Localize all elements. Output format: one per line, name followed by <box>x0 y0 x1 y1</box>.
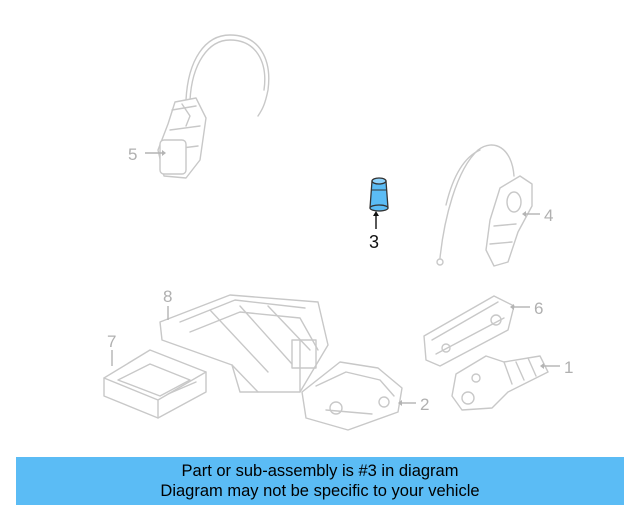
callout-2: 2 <box>420 395 429 414</box>
part-2-motor-bracket <box>301 361 403 431</box>
parts-diagram: 5 4 3 8 7 6 2 1 <box>103 34 573 431</box>
callout-7: 7 <box>107 332 116 351</box>
callout-4: 4 <box>544 206 553 225</box>
callout-8: 8 <box>163 287 172 306</box>
callout-5: 5 <box>128 145 137 164</box>
part-1-motor <box>451 355 549 411</box>
callout-6: 6 <box>534 299 543 318</box>
callout-3: 3 <box>369 232 379 252</box>
part-5-latch <box>157 34 270 179</box>
part-3-highlighted <box>369 177 389 212</box>
banner-line-2: Diagram may not be specific to your vehi… <box>160 482 480 500</box>
banner-line-1: Part or sub-assembly is #3 in diagram <box>181 462 459 480</box>
callout-leaders <box>111 150 560 406</box>
part-6-module <box>423 295 515 367</box>
part-4-latch <box>436 144 533 267</box>
info-banner: Part or sub-assembly is #3 in diagram Di… <box>16 457 624 505</box>
part-7-module <box>103 349 207 419</box>
callout-1: 1 <box>564 358 573 377</box>
part-8-seat-frame <box>159 294 329 393</box>
